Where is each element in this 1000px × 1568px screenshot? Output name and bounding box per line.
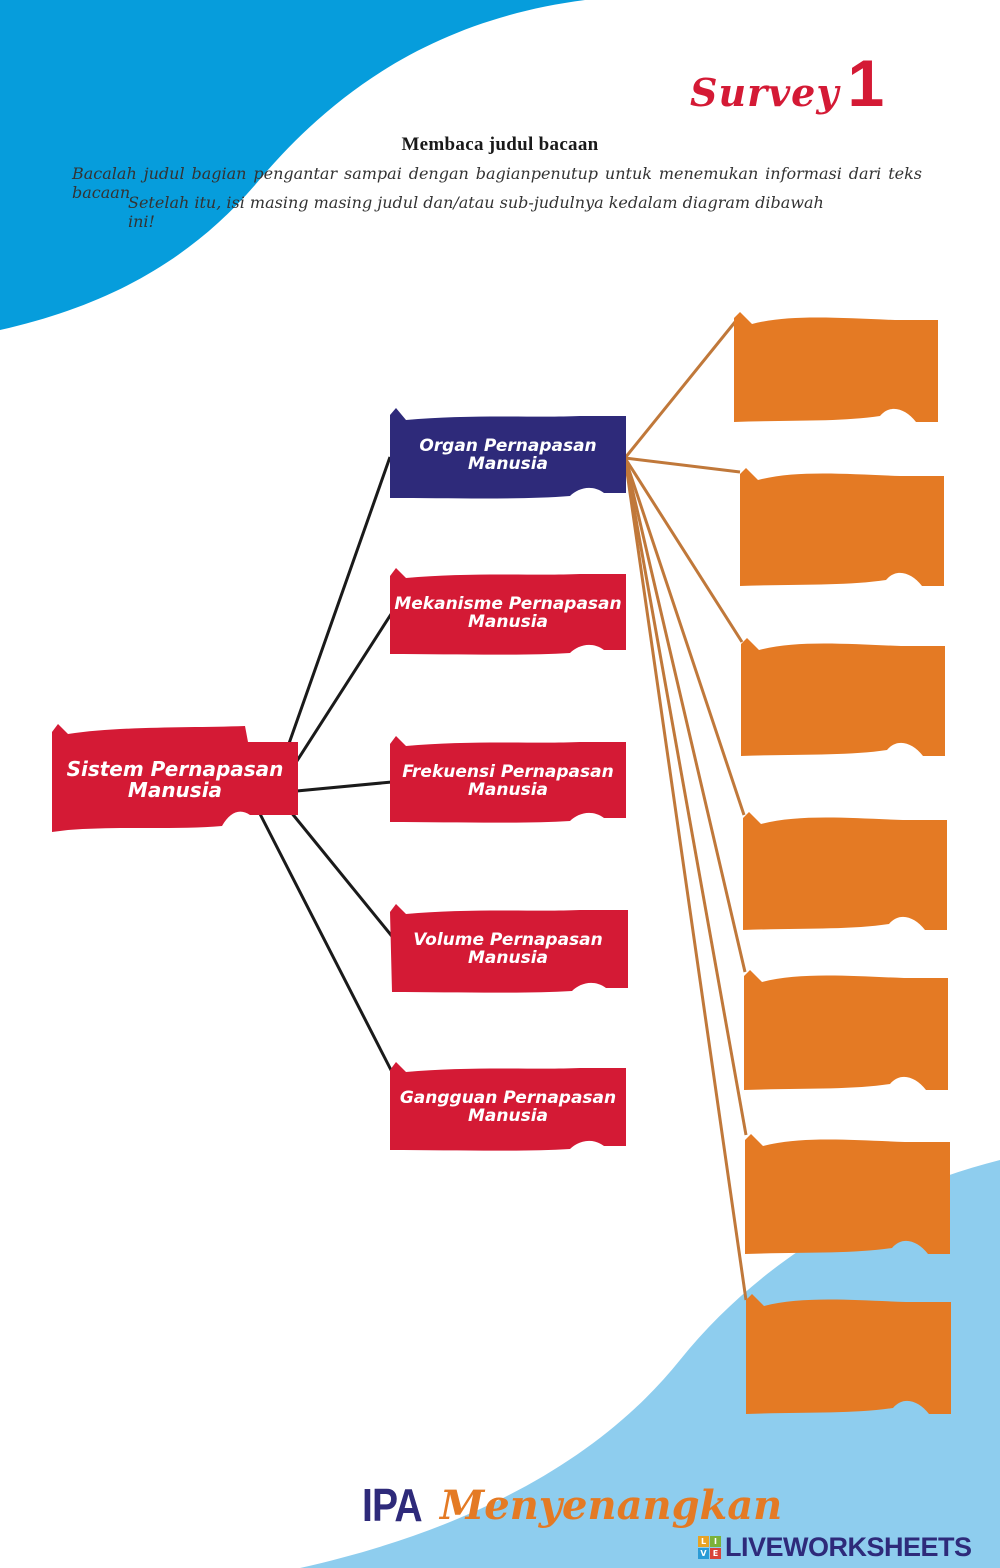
brand-menyenangkan: Menyenangkan: [440, 1482, 783, 1529]
child-label-line2: Manusia: [467, 1106, 548, 1126]
liveworksheets-grid-icon: L I V E: [698, 1536, 721, 1559]
child-flag-volume: [390, 904, 628, 993]
root-label-line2: Manusia: [127, 778, 223, 802]
instruction-line-1: Bacalah judul bagian pengantar sampai de…: [72, 164, 922, 202]
child-label-line1: Mekanisme Pernapasan: [394, 594, 622, 615]
root-flag: [52, 724, 298, 832]
top-wave: [0, 0, 585, 330]
root-label-line1: Sistem Pernapasan: [66, 757, 284, 781]
grid-letter: L: [698, 1536, 709, 1547]
answer-box-6: [745, 1134, 950, 1254]
child-label-line1: Organ Pernapasan: [419, 436, 597, 457]
child-node-mekanisme: Mekanisme Pernapasan Manusia: [390, 574, 626, 654]
child-node-frekuensi: Frekuensi Pernapasan Manusia: [390, 742, 626, 822]
child-flag-gangguan: [390, 1062, 626, 1151]
answer-box-5: [744, 970, 948, 1090]
child-flag-mekanisme: [390, 568, 626, 655]
liveworksheets-logo[interactable]: L I V E LIVEWORKSHEETS: [698, 1532, 972, 1563]
root-node-label: Sistem Pernapasan Manusia: [52, 732, 298, 828]
child-label-line1: Gangguan Pernapasan: [399, 1088, 617, 1109]
answer-box-2: [740, 468, 944, 586]
child-flag-frekuensi: [390, 736, 626, 823]
answer-box-3: [741, 638, 945, 756]
answer-boxes: [734, 312, 951, 1414]
survey-title: Survey 1: [690, 50, 884, 116]
child-label-line2: Manusia: [467, 948, 548, 968]
survey-number: 1: [847, 46, 885, 120]
child-label-line2: Manusia: [467, 780, 548, 800]
grid-letter: I: [710, 1536, 721, 1547]
grid-letter: V: [698, 1548, 709, 1559]
child-label-line1: Frekuensi Pernapasan: [402, 762, 614, 783]
child-node-gangguan: Gangguan Pernapasan Manusia: [390, 1068, 626, 1148]
bottom-wave: [300, 1160, 1000, 1568]
answer-box-4: [743, 812, 947, 930]
page-heading: Membaca judul bacaan: [401, 134, 599, 155]
survey-word: Survey: [690, 70, 840, 115]
answer-box-1: [734, 312, 938, 422]
root-connectors: [256, 456, 397, 1073]
brand-ipa: IPA: [362, 1479, 423, 1531]
child-label-line1: Volume Pernapasan: [413, 930, 603, 951]
child-label-line2: Manusia: [467, 454, 548, 474]
instruction-line-2: Setelah itu, isi masing masing judul dan…: [128, 193, 824, 231]
answer-box-7: [746, 1294, 951, 1414]
organ-connectors: [623, 321, 748, 1301]
liveworksheets-text: LIVEWORKSHEETS: [725, 1532, 972, 1562]
child-flag-organ: [390, 408, 626, 499]
grid-letter: E: [710, 1548, 721, 1559]
child-label-line2: Manusia: [467, 612, 548, 632]
child-node-organ: Organ Pernapasan Manusia: [390, 416, 626, 496]
child-node-volume: Volume Pernapasan Manusia: [390, 910, 626, 990]
